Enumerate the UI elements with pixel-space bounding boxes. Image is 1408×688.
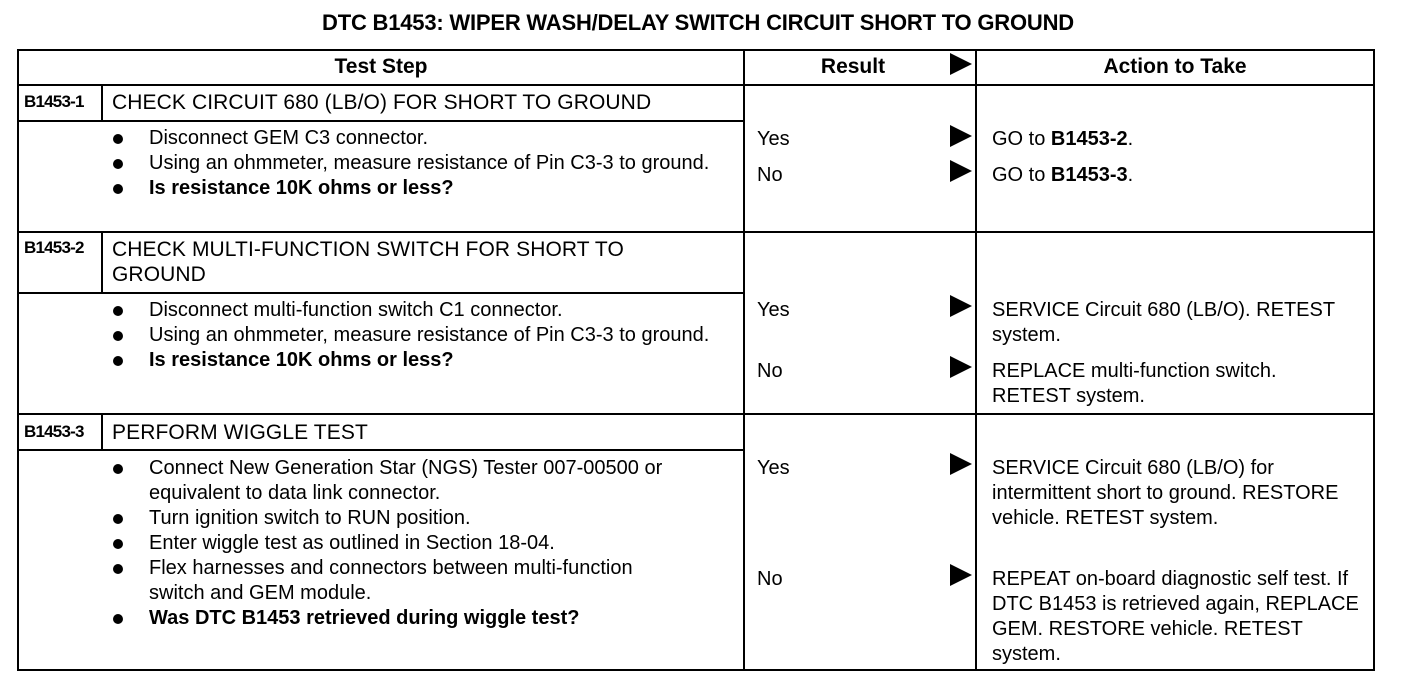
arrow-icon — [950, 356, 972, 378]
action-text: SERVICE Circuit 680 (LB/O). RETEST syste… — [992, 299, 1335, 346]
table-border-top — [17, 49, 1375, 51]
result-no: No — [757, 164, 783, 186]
arrow-icon — [950, 125, 972, 147]
result-no: No — [757, 568, 783, 590]
step-id: B1453-3 — [24, 422, 84, 441]
step-id-divider — [101, 413, 103, 451]
bullet-item: Using an ohmmeter, measure resistance of… — [111, 151, 731, 176]
action-text: REPLACE multi-function switch. RETEST sy… — [992, 360, 1277, 407]
bullet-item: Using an ohmmeter, measure resistance of… — [111, 323, 731, 348]
bullet-item: Turn ignition switch to RUN position. — [111, 506, 691, 531]
arrow-icon — [950, 564, 972, 586]
step-id: B1453-1 — [24, 92, 84, 111]
action-text: REPEAT on-board diagnostic self test. If… — [992, 568, 1359, 665]
step-id-divider — [101, 84, 103, 122]
arrow-icon — [950, 453, 972, 475]
table-border-right — [1373, 49, 1375, 671]
step-bullets: Disconnect GEM C3 connector. Using an oh… — [111, 126, 731, 201]
step-title-divider — [17, 120, 745, 122]
step-bullets: Disconnect multi-function switch C1 conn… — [111, 298, 731, 373]
column-divider-result — [743, 49, 745, 671]
bullet-item: Enter wiggle test as outlined in Section… — [111, 531, 691, 556]
header-test-step: Test Step — [334, 55, 428, 78]
action-suffix: . — [1127, 128, 1134, 150]
action-text: GO to B1453-3. — [992, 163, 1133, 188]
step-bullets: Connect New Generation Star (NGS) Tester… — [111, 456, 691, 631]
header-divider — [17, 84, 1375, 86]
step-divider — [17, 231, 1375, 233]
result-no: No — [757, 360, 783, 382]
bullet-item: Disconnect GEM C3 connector. — [111, 126, 731, 151]
column-divider-action — [975, 49, 977, 671]
action-prefix: GO to — [992, 128, 1051, 150]
bullet-item: Connect New Generation Star (NGS) Tester… — [111, 456, 691, 506]
step-title: CHECK CIRCUIT 680 (LB/O) FOR SHORT TO GR… — [112, 91, 652, 114]
arrow-icon — [950, 53, 972, 75]
header-result: Result — [820, 55, 886, 78]
table-border-bottom — [17, 669, 1375, 671]
action-prefix: GO to — [992, 164, 1051, 186]
action-text: GO to B1453-2. — [992, 127, 1133, 152]
bullet-item-question: Was DTC B1453 retrieved during wiggle te… — [111, 606, 691, 631]
page-title: DTC B1453: WIPER WASH/DELAY SWITCH CIRCU… — [322, 10, 1074, 35]
table-border-left — [17, 49, 19, 671]
result-yes: Yes — [757, 457, 790, 479]
step-id-divider — [101, 231, 103, 294]
action-suffix: . — [1127, 164, 1134, 186]
bullet-item-question: Is resistance 10K ohms or less? — [111, 176, 731, 201]
header-action: Action to Take — [1103, 55, 1247, 78]
bullet-item: Flex harnesses and connectors between mu… — [111, 556, 691, 606]
step-title: PERFORM WIGGLE TEST — [112, 421, 368, 444]
action-text: SERVICE Circuit 680 (LB/O) for intermitt… — [992, 457, 1339, 529]
step-id: B1453-2 — [24, 238, 84, 257]
arrow-icon — [950, 160, 972, 182]
step-title: CHECK MULTI-FUNCTION SWITCH FOR SHORT TO… — [112, 238, 624, 286]
step-title-divider — [17, 449, 745, 451]
arrow-icon — [950, 295, 972, 317]
action-step-ref: B1453-2 — [1050, 128, 1128, 150]
bullet-item: Disconnect multi-function switch C1 conn… — [111, 298, 731, 323]
result-yes: Yes — [757, 128, 790, 150]
bullet-item-question: Is resistance 10K ohms or less? — [111, 348, 731, 373]
action-step-ref: B1453-3 — [1050, 164, 1128, 186]
step-divider — [17, 413, 1375, 415]
result-yes: Yes — [757, 299, 790, 321]
step-title-divider — [17, 292, 745, 294]
